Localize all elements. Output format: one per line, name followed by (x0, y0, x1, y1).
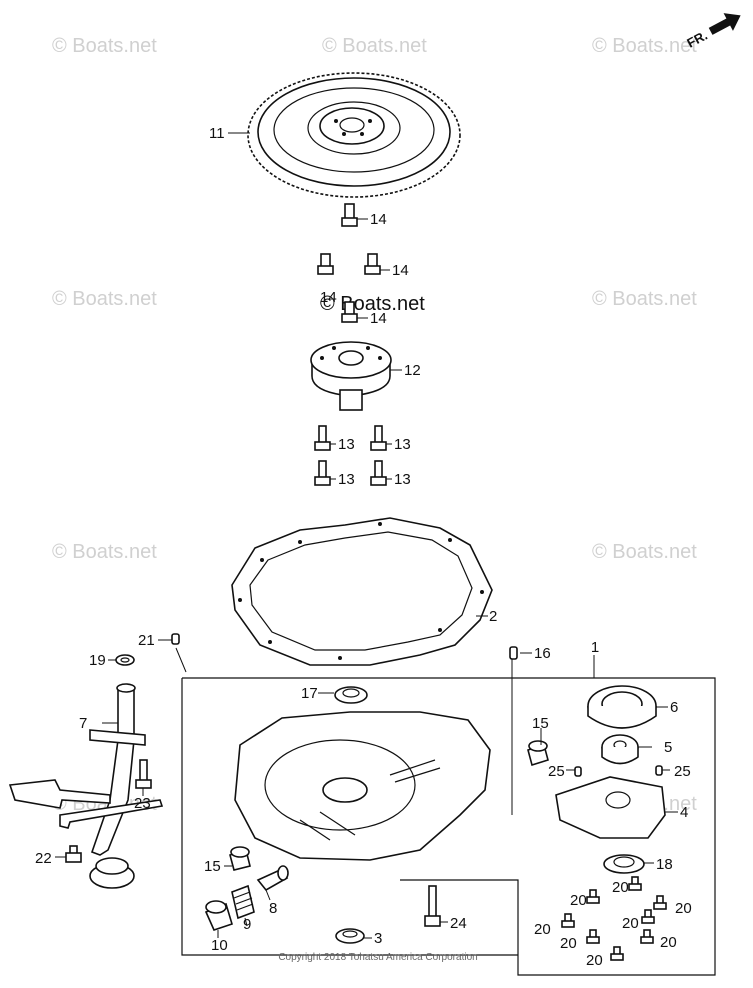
callout-20: 20 (534, 921, 551, 938)
callout-7: 7 (79, 715, 87, 732)
watermark: © Boats.net (52, 288, 157, 310)
callout-15: 15 (532, 715, 549, 732)
callout-4: 4 (680, 804, 688, 821)
oil-level-gauge-guide (8, 683, 164, 889)
callout-13: 13 (394, 471, 411, 488)
copyright-text: Copyright 2018 Tohatsu America Corporati… (278, 952, 477, 963)
callout-20: 20 (675, 900, 692, 917)
plug-15 (229, 846, 251, 871)
bolt-13 (370, 425, 387, 451)
washer-19 (115, 654, 135, 666)
callout-18: 18 (656, 856, 673, 873)
callout-14: 14 (392, 262, 409, 279)
oil-seal (334, 686, 368, 704)
callout-14: 14 (370, 310, 387, 327)
callout-15: 15 (204, 858, 221, 875)
pump-cover-4 (555, 776, 666, 839)
callout-10: 10 (211, 937, 228, 954)
oil-seal-3 (335, 928, 365, 944)
coupling (310, 341, 392, 411)
callout-2: 2 (489, 608, 497, 625)
plug-10 (204, 900, 233, 931)
screw-20 (641, 909, 655, 924)
callout-23: 23 (134, 795, 151, 812)
bolt-13 (314, 425, 331, 451)
screw-20 (610, 946, 624, 961)
callout-17: 17 (301, 685, 318, 702)
watermark: © Boats.net (322, 35, 427, 57)
callout-labels: 1 2 3 4 5 6 7 8 9 10 11 12 13 13 13 13 1… (35, 125, 692, 969)
callout-20: 20 (622, 915, 639, 932)
bolt-14 (317, 253, 334, 275)
watermark: © Boats.net (592, 288, 697, 310)
callout-16: 16 (534, 645, 551, 662)
watermark: © Boats.net (52, 541, 157, 563)
oil-pan-housing (234, 711, 491, 861)
callout-14: 14 (320, 289, 337, 306)
bolt-13 (314, 460, 331, 486)
oil-seal-18 (603, 854, 645, 874)
screw-20 (586, 929, 600, 944)
relief-valve-8 (256, 865, 289, 892)
callout-21: 21 (138, 632, 155, 649)
callout-8: 8 (269, 900, 277, 917)
callout-13: 13 (394, 436, 411, 453)
callout-20: 20 (586, 952, 603, 969)
bolt-24 (424, 885, 441, 927)
callout-22: 22 (35, 850, 52, 867)
outer-rotor-6 (587, 685, 657, 729)
callout-5: 5 (664, 739, 672, 756)
pin-16 (509, 646, 518, 660)
dowel-25 (574, 766, 582, 777)
callout-24: 24 (450, 915, 467, 932)
callout-12: 12 (404, 362, 421, 379)
callout-25: 25 (548, 763, 565, 780)
bolt-22 (65, 845, 82, 863)
callout-3: 3 (374, 930, 382, 947)
plug-15 (527, 740, 549, 767)
leader-lines (55, 132, 678, 939)
dowel-25 (655, 765, 663, 776)
bolt-23 (135, 759, 152, 789)
callout-13: 13 (338, 471, 355, 488)
gasket (231, 517, 493, 666)
callout-1: 1 (591, 639, 599, 656)
watermark: © Boats.net (52, 35, 157, 57)
flywheel (247, 72, 461, 198)
bolt-13 (370, 460, 387, 486)
front-direction-arrow-icon: FR. (684, 13, 741, 51)
bolt-14 (341, 203, 358, 227)
callout-9: 9 (243, 916, 251, 933)
screw-20 (653, 895, 667, 910)
assembly-frame (181, 655, 716, 976)
callout-25: 25 (674, 763, 691, 780)
screw-20 (640, 929, 654, 944)
inner-rotor-5 (601, 734, 639, 765)
pin-21 (171, 633, 180, 645)
watermark: © Boats.net (592, 35, 697, 57)
callout-20: 20 (612, 879, 629, 896)
callout-6: 6 (670, 699, 678, 716)
callout-13: 13 (338, 436, 355, 453)
screw-20 (628, 876, 642, 891)
callout-11: 11 (209, 125, 225, 142)
callout-20: 20 (560, 935, 577, 952)
callout-14: 14 (370, 211, 387, 228)
bolt-14 (364, 253, 381, 275)
bolt-14 (341, 301, 358, 323)
callout-20: 20 (570, 892, 587, 909)
watermark: © Boats.net (592, 541, 697, 563)
callout-20: 20 (660, 934, 677, 951)
callout-19: 19 (89, 652, 106, 669)
screw-20 (561, 913, 575, 928)
spring-9 (231, 884, 255, 920)
screw-20 (586, 889, 600, 904)
